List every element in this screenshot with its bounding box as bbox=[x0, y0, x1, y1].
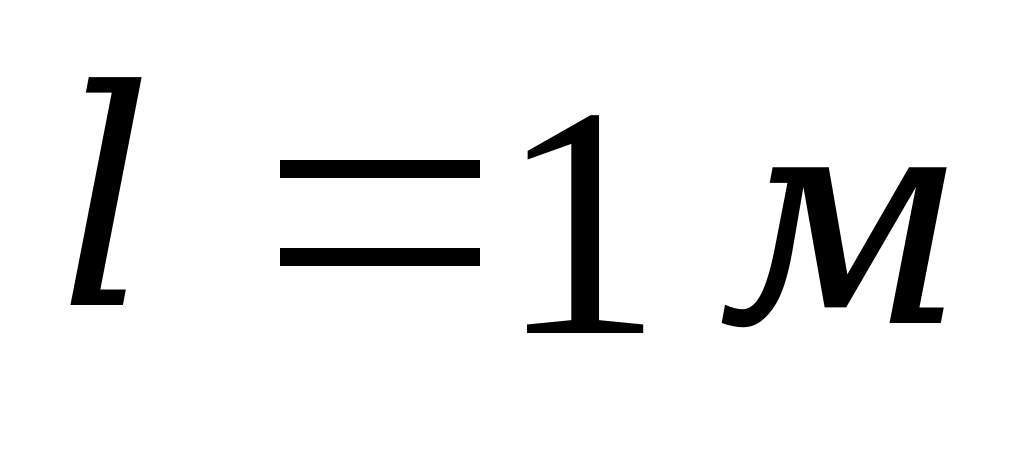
variable-symbol: l bbox=[58, 27, 154, 376]
unit-symbol: м bbox=[718, 45, 967, 394]
value-number: 1 bbox=[498, 40, 663, 405]
equals-sign-top-bar bbox=[280, 160, 480, 178]
equals-sign-bottom-bar bbox=[280, 248, 480, 266]
